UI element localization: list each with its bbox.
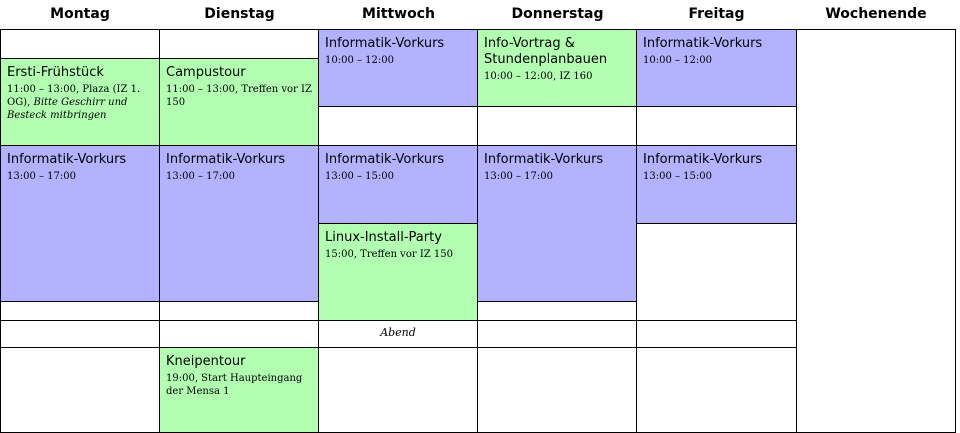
event-title: Informatik-Vorkurs	[166, 152, 286, 167]
event-title: Informatik-Vorkurs	[325, 152, 445, 167]
event-time: 13:00 – 15:00	[325, 171, 394, 182]
event-title: Campustour	[166, 65, 246, 80]
event-informatik-vorkurs[interactable]: Informatik-Vorkurs 13:00 – 17:00	[0, 145, 160, 302]
event-linux-install-party[interactable]: Linux-Install-Party 15:00, Treffen vor I…	[318, 223, 478, 321]
event-informatik-vorkurs[interactable]: Informatik-Vorkurs 13:00 – 17:00	[159, 145, 319, 302]
event-time: 13:00 – 17:00	[7, 171, 76, 182]
event-title: Info-Vortrag & Stundenplanbauen	[484, 36, 608, 67]
event-time: 15:00, Treffen vor IZ 150	[325, 249, 453, 260]
event-time: 19:00, Start Haupteingang der Mensa 1	[166, 373, 303, 397]
event-title: Informatik-Vorkurs	[643, 36, 763, 51]
row-divider	[0, 347, 796, 348]
event-ersti-fruehstueck[interactable]: Ersti-Frühstück 11:00 – 13:00, Plaza (IZ…	[0, 58, 160, 146]
day-header-donnerstag: Donnerstag	[511, 6, 604, 22]
event-title: Kneipentour	[166, 354, 246, 369]
event-title: Informatik-Vorkurs	[325, 36, 445, 51]
event-informatik-vorkurs[interactable]: Informatik-Vorkurs 13:00 – 15:00	[636, 145, 797, 224]
event-time: 13:00 – 17:00	[484, 171, 553, 182]
event-time: 11:00 – 13:00, Treffen vor IZ 150	[166, 84, 312, 108]
column-divider	[796, 29, 797, 433]
event-informatik-vorkurs[interactable]: Informatik-Vorkurs 10:00 – 12:00	[318, 29, 478, 107]
event-title: Informatik-Vorkurs	[484, 152, 604, 167]
event-kneipentour[interactable]: Kneipentour 19:00, Start Haupteingang de…	[159, 347, 319, 433]
event-informatik-vorkurs[interactable]: Informatik-Vorkurs 10:00 – 12:00	[636, 29, 797, 107]
day-header-montag: Montag	[50, 6, 110, 22]
day-header-freitag: Freitag	[688, 6, 745, 22]
event-title: Linux-Install-Party	[325, 230, 442, 245]
event-time: 10:00 – 12:00	[643, 55, 712, 66]
event-time: 13:00 – 15:00	[643, 171, 712, 182]
day-header-dienstag: Dienstag	[204, 6, 275, 22]
event-title: Ersti-Frühstück	[7, 65, 104, 80]
event-time: 11:00 – 13:00, Plaza (IZ 1. OG),	[7, 84, 141, 108]
event-informatik-vorkurs[interactable]: Informatik-Vorkurs 13:00 – 15:00	[318, 145, 478, 224]
event-time: 13:00 – 17:00	[166, 171, 235, 182]
event-title: Informatik-Vorkurs	[7, 152, 127, 167]
day-header-wochenende: Wochenende	[825, 6, 927, 22]
event-time: 10:00 – 12:00, IZ 160	[484, 71, 593, 82]
event-details: 11:00 – 13:00, Plaza (IZ 1. OG), Bitte G…	[7, 83, 153, 122]
evening-label: Abend	[380, 326, 416, 339]
event-informatik-vorkurs[interactable]: Informatik-Vorkurs 13:00 – 17:00	[477, 145, 637, 302]
event-title: Informatik-Vorkurs	[643, 152, 763, 167]
event-info-vortrag[interactable]: Info-Vortrag & Stundenplanbauen 10:00 – …	[477, 29, 637, 107]
event-note: Bitte Geschirr und Besteck mitbringen	[7, 97, 128, 121]
day-header-mittwoch: Mittwoch	[362, 6, 435, 22]
event-campustour[interactable]: Campustour 11:00 – 13:00, Treffen vor IZ…	[159, 58, 319, 146]
event-time: 10:00 – 12:00	[325, 55, 394, 66]
